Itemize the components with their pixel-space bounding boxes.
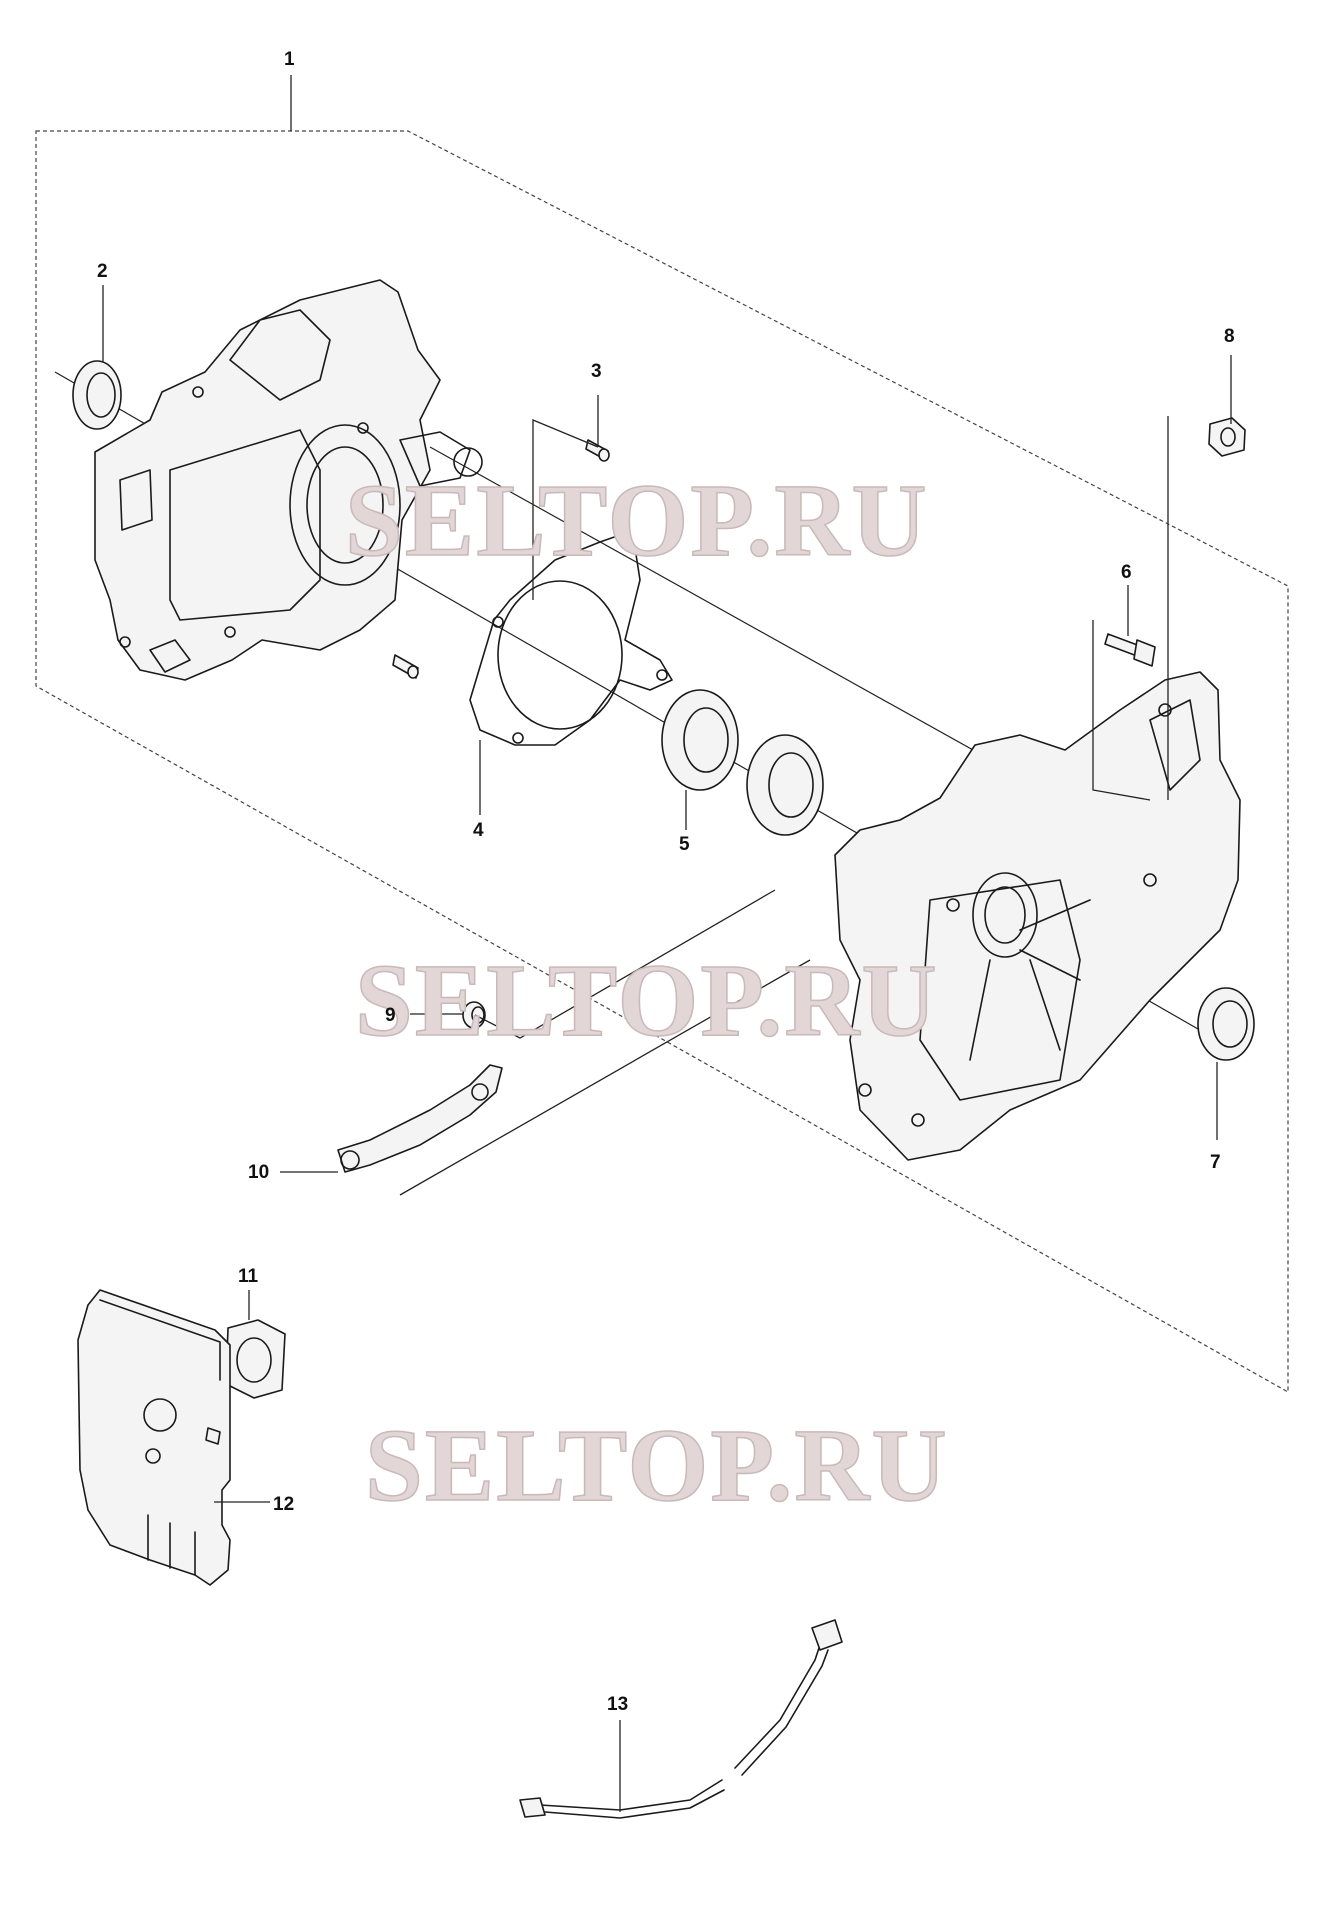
bracket — [337, 1064, 503, 1173]
callout-4: 4 — [473, 820, 484, 841]
callout-11: 11 — [238, 1266, 259, 1287]
wire-harness — [519, 1619, 843, 1819]
bushing — [225, 1319, 286, 1399]
grommet — [462, 1001, 486, 1029]
callout-5: 5 — [679, 834, 690, 855]
seal-ring-right — [1197, 987, 1255, 1061]
watermark-middle: SELTOP.RU — [355, 943, 939, 1058]
callout-2: 2 — [97, 261, 108, 282]
watermark-top: SELTOP.RU — [345, 463, 929, 578]
gasket — [469, 534, 673, 746]
callout-3: 3 — [591, 361, 602, 382]
callout-13: 13 — [607, 1694, 628, 1715]
leader-lines — [102, 75, 1232, 1812]
callout-7: 7 — [1210, 1152, 1221, 1173]
watermarks: SELTOP.RU SELTOP.RU SELTOP.RU — [344, 462, 949, 1524]
assembly-group-boundary — [35, 130, 1289, 1394]
callout-10: 10 — [248, 1162, 269, 1183]
callout-8: 8 — [1224, 326, 1235, 347]
ball-bearings — [661, 689, 824, 836]
watermark-bottom: SELTOP.RU — [365, 1408, 949, 1523]
crankcase-left-half — [94, 279, 483, 681]
nut — [1208, 417, 1246, 457]
screw — [1104, 633, 1156, 667]
callout-1: 1 — [284, 49, 295, 70]
callout-12: 12 — [273, 1494, 294, 1515]
callout-labels: 1 2 3 4 5 6 7 8 9 10 11 12 13 — [97, 49, 1235, 1715]
cover-plate — [77, 1289, 231, 1586]
seal-ring-left — [72, 360, 122, 430]
crankcase-right-half — [834, 671, 1241, 1161]
callout-6: 6 — [1121, 562, 1132, 583]
callout-9: 9 — [385, 1005, 396, 1026]
